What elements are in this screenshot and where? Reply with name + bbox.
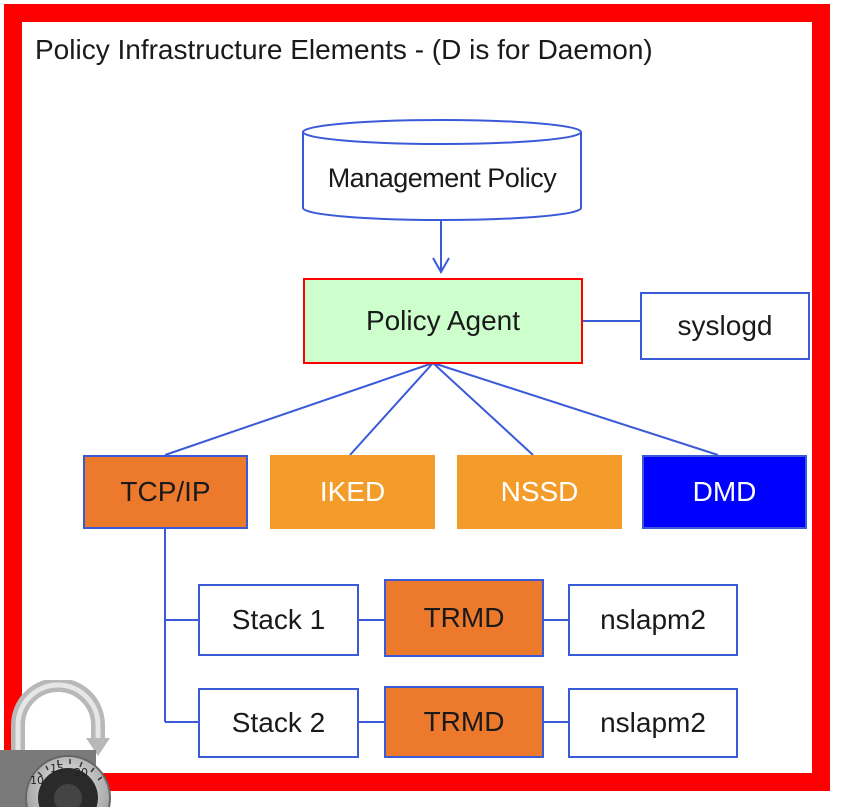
agent-to-iked-connector: [349, 362, 434, 456]
diagram-title: Policy Infrastructure Elements - (D is f…: [35, 34, 653, 65]
nslapm2-node-2: nslapm2: [568, 688, 738, 758]
agent-to-tcpip-connector: [164, 362, 434, 456]
diagram-frame: [4, 4, 830, 791]
policy-agent-node: Policy Agent: [303, 278, 583, 364]
agent-to-dmd-connector: [432, 362, 719, 456]
padlock-icon: 10 15 20: [0, 680, 111, 807]
stack2-node: Stack 2: [198, 688, 359, 758]
svg-text:20: 20: [74, 766, 88, 779]
db-to-agent-arrowhead: [432, 257, 450, 275]
trmd2-node: TRMD: [384, 686, 544, 758]
management-policy-db-icon: [302, 119, 582, 221]
trmd1-node: TRMD: [384, 579, 544, 657]
management-policy-label: Management Policy: [327, 162, 557, 193]
tcpip-node: TCP/IP: [83, 455, 248, 529]
stack1-node: Stack 1: [198, 584, 359, 656]
nslapm2-node-1: nslapm2: [568, 584, 738, 656]
svg-text:15: 15: [50, 762, 64, 775]
nssd-node: NSSD: [457, 455, 622, 529]
agent-to-nssd-connector: [432, 362, 534, 456]
iked-node: IKED: [270, 455, 435, 529]
syslogd-node: syslogd: [640, 292, 810, 360]
svg-text:10: 10: [30, 774, 44, 787]
dmd-node: DMD: [642, 455, 807, 529]
